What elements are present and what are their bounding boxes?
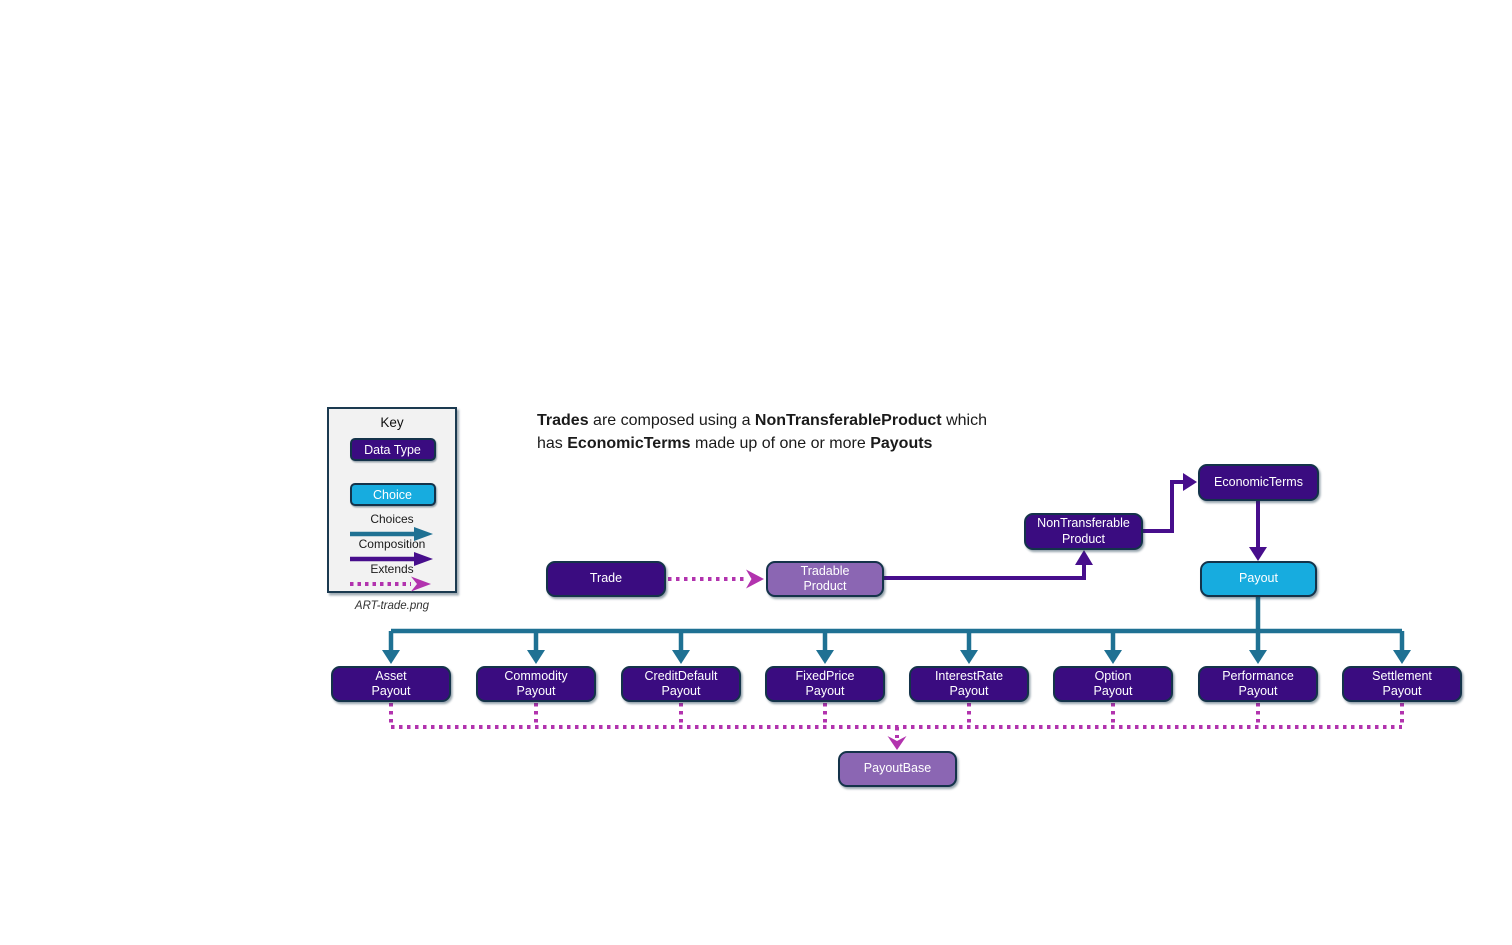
node-fixedprice-payout: FixedPrice Payout [765,666,885,702]
legend-panel: Key Data Type Choice Choices Composition… [327,407,457,593]
extends-arrow-icon [350,576,431,592]
composition-connector-economicterms-to-payout [1249,501,1267,561]
legend-composition-label: Composition [358,537,426,551]
choices-arrow-icon [350,527,433,541]
node-interestrate-payout: InterestRate Payout [909,666,1029,702]
legend-title: Key [380,415,404,430]
node-trade: Trade [546,561,666,597]
node-economic-terms: EconomicTerms [1198,464,1319,501]
heading: Trades are composed using a NonTransfera… [537,409,1077,455]
legend-choice-chip: Choice [349,483,436,506]
node-tradable-product: Tradable Product [766,561,884,597]
heading-line-1: Trades are composed using a NonTransfera… [537,412,987,429]
heading-line-2: has EconomicTerms made up of one or more… [537,435,933,452]
node-payout: Payout [1200,561,1317,597]
composition-connector-tradable-to-nontransferable [883,550,1093,580]
choices-connector-payout-to-types [382,597,1411,664]
extends-connector-types-to-payoutbase [389,703,1404,750]
node-commodity-payout: Commodity Payout [476,666,596,702]
composition-arrow-icon [350,552,433,566]
node-settlement-payout: Settlement Payout [1342,666,1462,702]
image-caption: ART-trade.png [354,600,430,612]
extends-connector-trade-to-tradable-product [668,569,764,589]
legend-extends-label: Extends [370,562,414,576]
node-nontransferable-product: NonTransferable Product [1024,513,1143,550]
node-creditdefault-payout: CreditDefault Payout [621,666,741,702]
composition-connector-nontransferable-to-economicterms [1143,473,1197,533]
legend-choices-label: Choices [370,512,414,526]
legend-data-type-chip: Data Type [349,438,436,461]
node-payout-base: PayoutBase [838,751,957,787]
node-performance-payout: Performance Payout [1198,666,1318,702]
node-asset-payout: Asset Payout [331,666,451,702]
node-option-payout: Option Payout [1053,666,1173,702]
